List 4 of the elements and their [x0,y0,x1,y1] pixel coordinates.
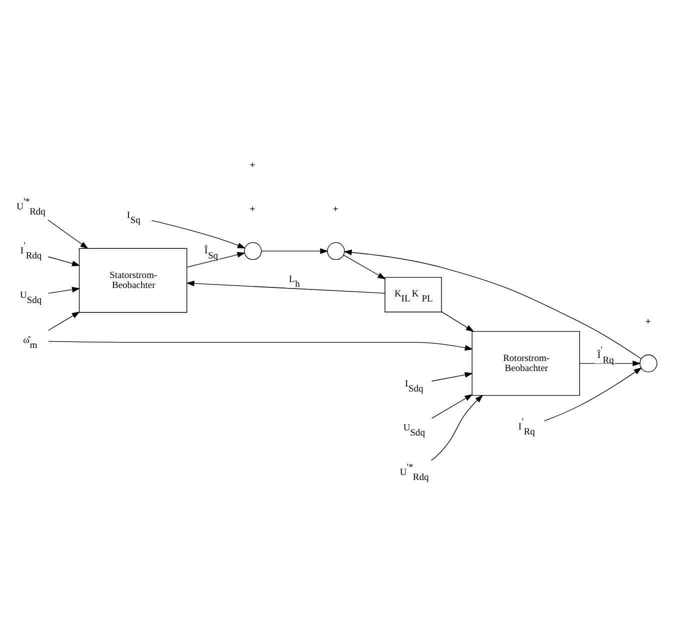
label: + [332,205,338,216]
label: + [645,317,651,328]
label: + [250,205,256,216]
label: + [250,160,256,171]
